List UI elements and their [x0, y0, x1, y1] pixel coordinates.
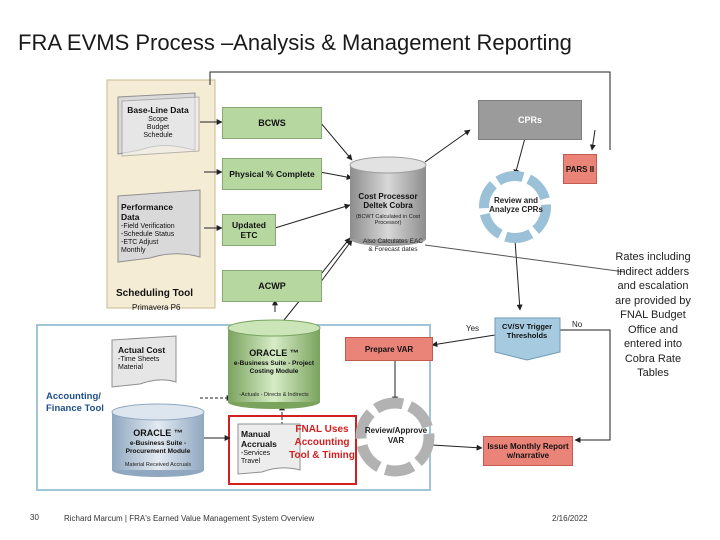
- oracle-pc-sub: e-Business Suite - Project Costing Modul…: [233, 360, 315, 375]
- baseline-data-doc: Base-Line Data Scope Budget Schedule: [121, 106, 195, 140]
- scheduling-tool-label: Scheduling Tool: [116, 288, 194, 299]
- acwp-box: ACWP: [222, 270, 322, 302]
- updated-etc-box: Updated ETC: [222, 214, 276, 246]
- performance-item: -Field Verification: [121, 223, 175, 230]
- cost-processor-title: Cost Processor Deltek Cobra: [358, 192, 418, 210]
- rates-note: Rates including indirect adders and esca…: [615, 251, 691, 379]
- oracle-proc-sub: e-Business Suite - Procurement Module: [125, 440, 191, 455]
- baseline-item: Scope: [148, 116, 168, 123]
- prepare-var-box: Prepare VAR: [345, 337, 433, 361]
- footer-page-number: 30: [30, 513, 39, 522]
- oracle-proc-title: ORACLE ™: [133, 428, 183, 438]
- scheduling-tool-sub: Primavera P6: [132, 303, 181, 312]
- oracle-pc-foot: -Actuals - Directs & Indirects: [239, 392, 309, 398]
- issue-report-box: Issue Monthly Report w/narrative: [483, 436, 573, 466]
- performance-title: Performance Data: [121, 202, 173, 222]
- physical-complete-box: Physical % Complete: [222, 158, 322, 190]
- manual-accruals-item: -Services: [241, 450, 271, 457]
- footer-date: 2/16/2022: [552, 514, 588, 523]
- page-title: FRA EVMS Process –Analysis & Management …: [18, 30, 572, 55]
- fnal-note: FNAL Uses Accounting Tool & Timing: [289, 424, 355, 461]
- actual-cost-item: Material: [118, 364, 143, 371]
- oracle-pc-title: ORACLE ™: [249, 348, 299, 358]
- footer-center-text: Richard Marcum | FRA's Earned Value Mana…: [64, 514, 315, 523]
- review-cprs-label: Review and Analyze CPRs: [489, 196, 543, 214]
- fnal-highlight-box: [228, 415, 357, 485]
- performance-item: -Schedule Status: [121, 231, 175, 238]
- actual-cost-item: -Time Sheets: [118, 356, 160, 363]
- performance-data-doc: Performance Data -Field Verification -Sc…: [121, 203, 181, 255]
- baseline-item: Budget: [146, 124, 170, 131]
- cost-processor-note: Also Calculates EAC & Forecast dates: [363, 238, 423, 253]
- cost-processor-sub: (BCWT Calculated in Cost Processor): [355, 214, 421, 226]
- baseline-title: Base-Line Data: [127, 105, 189, 115]
- pars-box: PARS II: [563, 154, 597, 184]
- manual-accruals-doc: Manual Accruals -Services Travel: [241, 430, 293, 466]
- manual-accruals-item: Travel: [241, 458, 261, 465]
- trigger-no-label: No: [572, 320, 583, 329]
- bcws-box: BCWS: [222, 107, 322, 139]
- actual-cost-doc: Actual Cost -Time Sheets Material: [118, 346, 174, 372]
- performance-item: Monthly: [121, 247, 146, 254]
- actual-cost-title: Actual Cost: [118, 345, 166, 355]
- trigger-yes-label: Yes: [466, 324, 480, 333]
- finance-tool-label: Accounting/ Finance Tool: [46, 391, 104, 414]
- trigger-thresholds-label: CV/SV Trigger Thresholds: [501, 322, 552, 340]
- performance-item: -ETC Adjust: [121, 239, 159, 246]
- review-var-label: Review/Approve VAR: [364, 426, 428, 445]
- oracle-proc-foot: Material Received Accruals: [124, 462, 192, 468]
- manual-accruals-title: Manual Accruals: [241, 429, 277, 449]
- cprs-box: CPRs: [478, 100, 582, 140]
- baseline-item: Schedule: [143, 132, 173, 139]
